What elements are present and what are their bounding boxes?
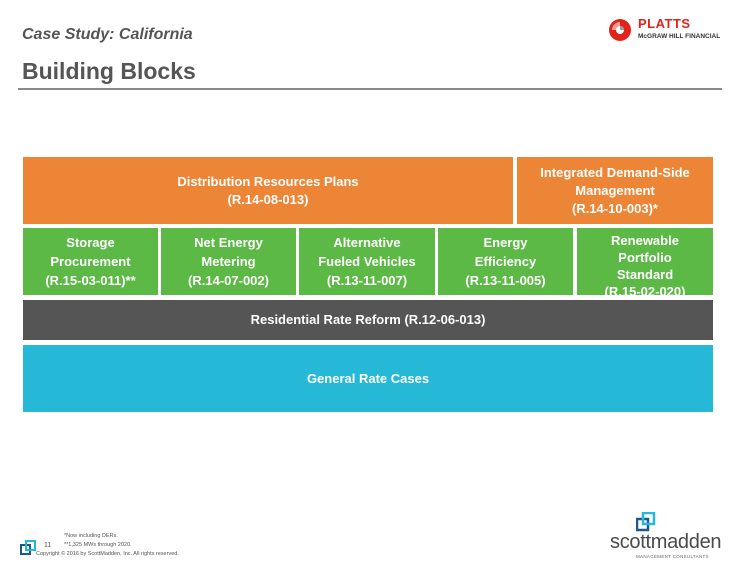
platts-logo-icon	[609, 19, 631, 41]
scottmadden-logo-tagline: MANAGEMENT CONSULTANTS	[636, 554, 709, 559]
general-rate-cases-block: General Rate Cases	[23, 345, 713, 412]
platts-logo-name: PLATTS	[638, 16, 691, 31]
platts-logo: PLATTS McGRAW HILL FINANCIAL	[608, 16, 736, 46]
energy-efficiency-block: Energy Efficiency (R.13-11-005)	[438, 228, 573, 295]
slide-title: Building Blocks	[22, 58, 196, 84]
page-number: 11	[44, 542, 52, 549]
title-divider	[18, 88, 722, 90]
slide-subtitle: Case Study: California	[22, 26, 193, 43]
residential-rate-reform-block: Residential Rate Reform (R.12-06-013)	[23, 300, 713, 340]
integrated-demand-side-block: Integrated Demand-Side Management (R.14-…	[517, 157, 713, 224]
scottmadden-logo: scottmadden MANAGEMENT CONSULTANTS	[606, 512, 726, 562]
footnote-mws: **1,325 MWs through 2020.	[64, 542, 132, 548]
storage-procurement-block: Storage Procurement (R.15-03-011)**	[23, 228, 158, 295]
footer-notes: *Now including DERs. **1,325 MWs through…	[36, 532, 179, 559]
platts-logo-tagline: McGRAW HILL FINANCIAL	[638, 33, 721, 40]
copyright-text: Copyright © 2016 by ScottMadden, Inc. Al…	[36, 551, 179, 557]
distribution-resources-plans-block: Distribution Resources Plans (R.14-08-01…	[23, 157, 513, 224]
scottmadden-small-icon	[20, 540, 36, 555]
net-energy-metering-block: Net Energy Metering (R.14-07-002)	[161, 228, 296, 295]
renewable-portfolio-standard-block: Renewable Portfolio Standard (R.15-02-02…	[577, 228, 713, 299]
scottmadden-logo-name: scottmadden	[610, 531, 722, 553]
alternative-fueled-vehicles-block: Alternative Fueled Vehicles (R.13-11-007…	[299, 228, 435, 295]
scottmadden-logo-icon	[636, 512, 656, 532]
footnote-ders: *Now including DERs.	[64, 533, 118, 539]
